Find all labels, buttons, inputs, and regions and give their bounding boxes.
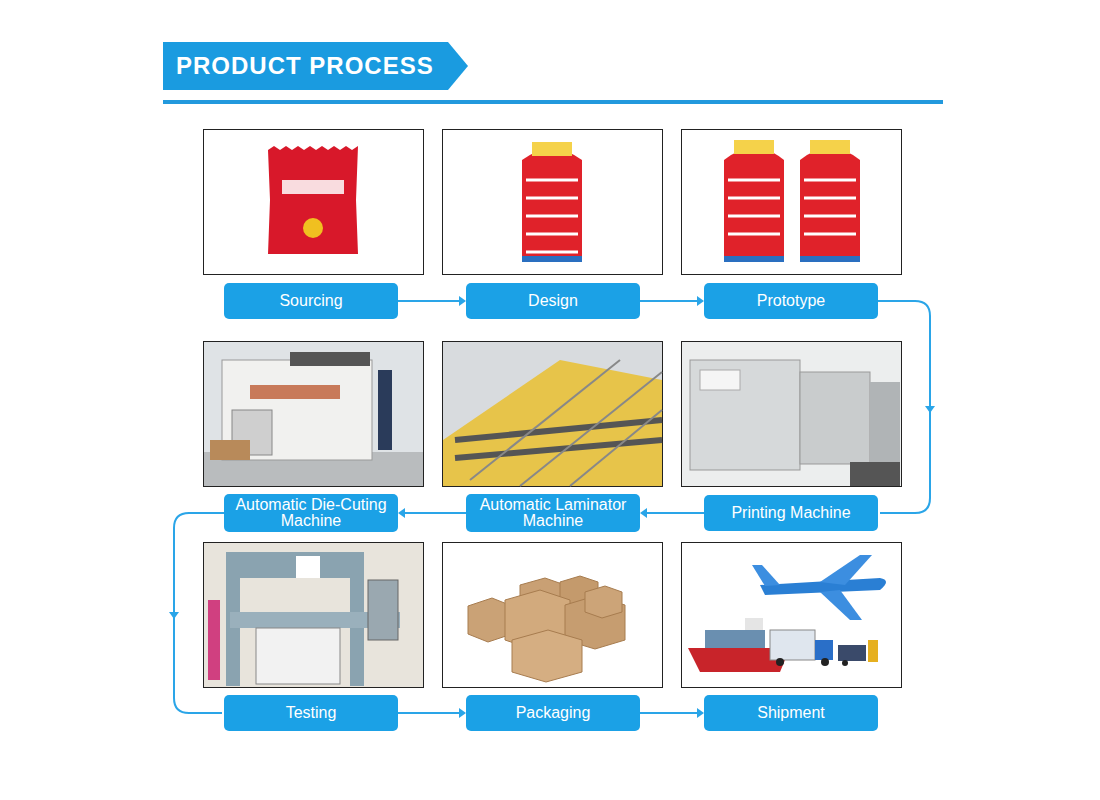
title-text: PRODUCT PROCESS bbox=[176, 52, 434, 80]
process-label: Sourcing bbox=[271, 291, 350, 311]
process-box: Shipment bbox=[704, 695, 878, 731]
die-cutting-machine bbox=[204, 342, 423, 486]
flow-connector bbox=[169, 513, 224, 713]
shipment-vehicles bbox=[688, 555, 886, 672]
title-rule bbox=[163, 100, 943, 104]
process-box: Automatic Laminator Machine bbox=[466, 494, 640, 532]
flow-connector bbox=[398, 508, 466, 518]
photo-frames bbox=[204, 130, 902, 688]
process-box: Automatic Die-Cuting Machine bbox=[224, 494, 398, 532]
arrow-head bbox=[459, 296, 466, 306]
printing-machine bbox=[682, 342, 901, 486]
arrow-head bbox=[459, 708, 466, 718]
display-stand bbox=[522, 142, 582, 262]
flow-connector bbox=[398, 296, 466, 306]
arrow-head bbox=[697, 708, 704, 718]
process-box: Testing bbox=[224, 695, 398, 731]
process-label: Packaging bbox=[508, 703, 599, 723]
display-stand-pair bbox=[724, 140, 860, 262]
process-label: Printing Machine bbox=[723, 503, 858, 523]
process-label: Testing bbox=[278, 703, 345, 723]
flow-connector bbox=[398, 708, 466, 718]
laminator-machine bbox=[443, 342, 662, 486]
chips-bag bbox=[268, 146, 358, 254]
flow-connector bbox=[640, 296, 704, 306]
arrow-head bbox=[640, 508, 647, 518]
flow-connector bbox=[640, 708, 704, 718]
testing-machine bbox=[204, 543, 423, 687]
process-label: Prototype bbox=[749, 291, 833, 311]
process-box: Design bbox=[466, 283, 640, 319]
process-box: Prototype bbox=[704, 283, 878, 319]
cardboard-boxes bbox=[468, 576, 625, 682]
process-box: Printing Machine bbox=[704, 495, 878, 531]
flow-connector bbox=[878, 301, 935, 513]
arrow-head bbox=[925, 406, 935, 413]
process-label: Design bbox=[520, 291, 586, 311]
process-label: Automatic Die-Cuting Machine bbox=[224, 495, 398, 531]
process-label: Automatic Laminator Machine bbox=[466, 495, 640, 531]
arrow-head bbox=[697, 296, 704, 306]
flow-connector bbox=[640, 508, 704, 518]
process-box: Packaging bbox=[466, 695, 640, 731]
process-box: Sourcing bbox=[224, 283, 398, 319]
arrow-head bbox=[169, 612, 179, 619]
title-banner bbox=[163, 42, 468, 90]
arrow-head bbox=[398, 508, 405, 518]
process-label: Shipment bbox=[749, 703, 833, 723]
